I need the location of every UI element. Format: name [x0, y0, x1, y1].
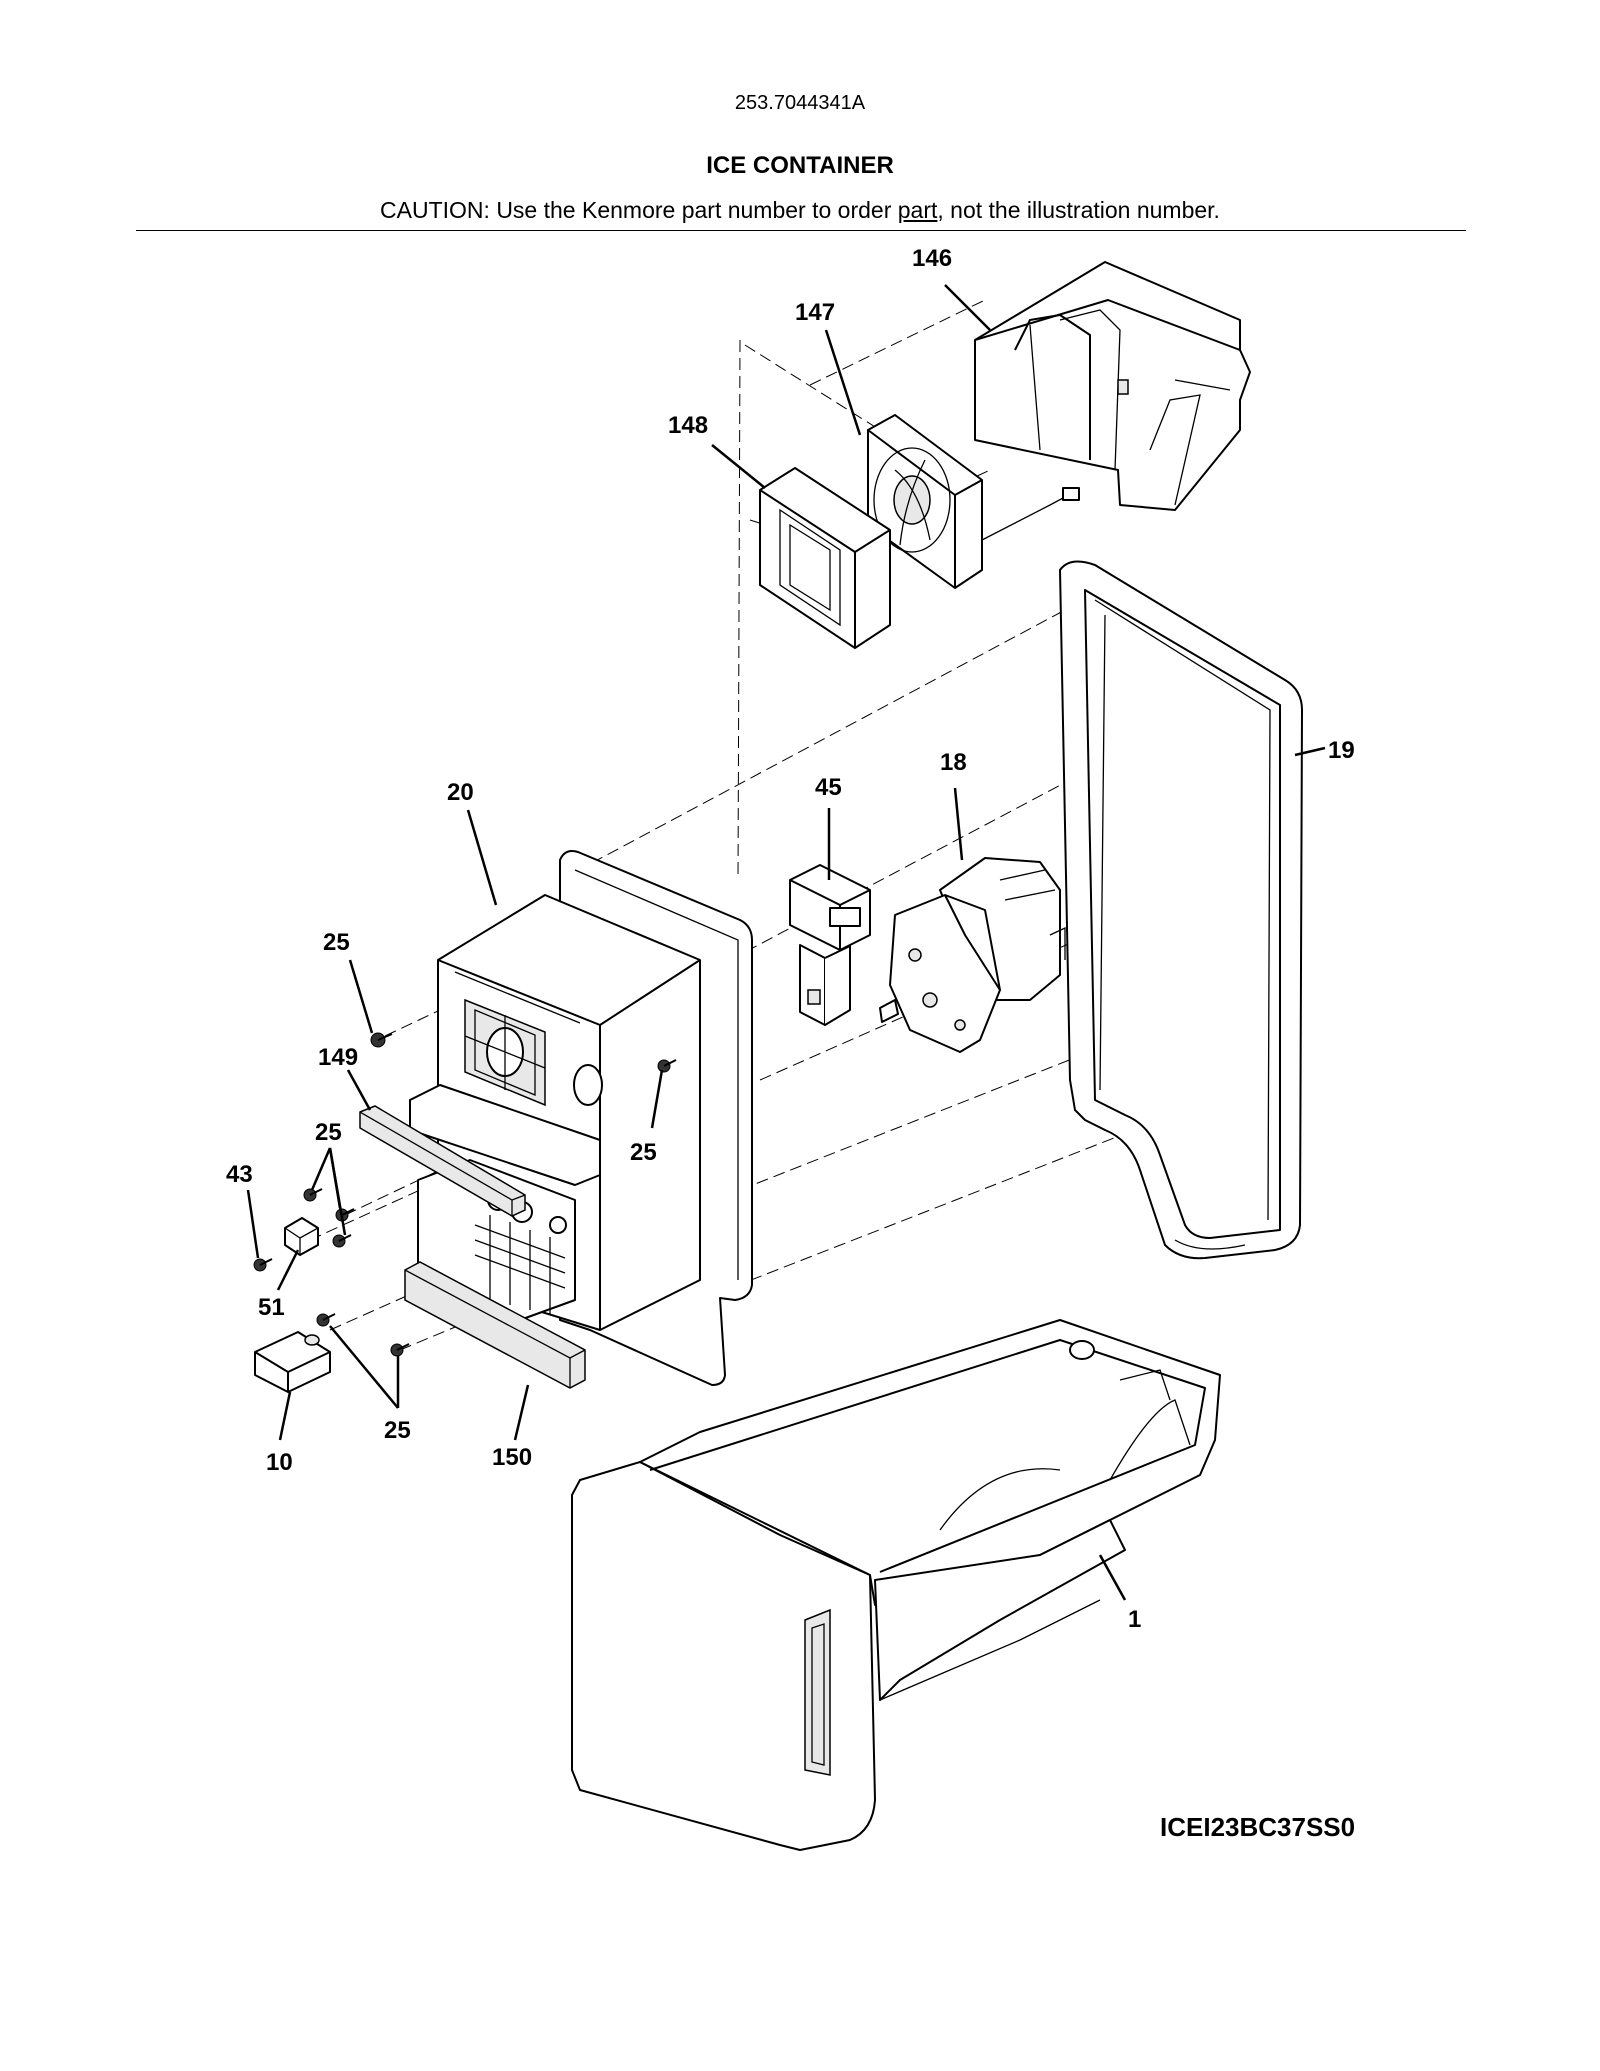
screw-icon [370, 1032, 393, 1048]
caution-suffix: , not the illustration number. [937, 197, 1220, 223]
part-146-duct-housing [974, 261, 1251, 511]
screw-icon [332, 1234, 352, 1248]
callout-25-lower: 25 [384, 1417, 411, 1444]
part-19-gasket-frame [1059, 560, 1303, 1260]
part-148-fan-shroud [759, 467, 891, 649]
part-20-housing [409, 850, 753, 1386]
callout-10: 10 [266, 1449, 293, 1476]
callout-20: 20 [447, 779, 474, 806]
callout-149: 149 [318, 1044, 358, 1071]
part-149-foam-strip [359, 1105, 526, 1217]
callout-18: 18 [940, 749, 967, 776]
callout-150: 150 [492, 1444, 532, 1471]
part-51-clip [284, 1217, 319, 1256]
caution-prefix: CAUTION: Use the Kenmore part number to … [380, 197, 898, 223]
callout-45: 45 [815, 774, 842, 801]
callout-146: 146 [912, 245, 952, 272]
screw-icon [303, 1188, 323, 1202]
caution-note: CAUTION: Use the Kenmore part number to … [0, 197, 1600, 224]
part-1-ice-bucket [571, 1319, 1221, 1851]
callout-148: 148 [668, 412, 708, 439]
part-45-solenoid [789, 864, 871, 1026]
callout-1: 1 [1128, 1606, 1141, 1633]
screw-icon [657, 1059, 677, 1073]
diagram-code: ICEI23BC37SS0 [1160, 1812, 1356, 1842]
callout-25-upper: 25 [323, 929, 350, 956]
part-147-fan [867, 414, 1080, 589]
model-number: 253.7044341A [734, 92, 866, 114]
header-divider [136, 230, 1466, 231]
page-title: ICE CONTAINER [706, 152, 894, 179]
callout-25-cluster: 25 [315, 1119, 342, 1146]
part-150-foam-strip [404, 1261, 586, 1389]
screw-icon [335, 1208, 355, 1222]
callout-43: 43 [226, 1161, 253, 1188]
callout-labels: 146 147 148 19 18 45 20 25 25 149 25 43 … [226, 245, 1355, 1633]
callout-25-right: 25 [630, 1139, 657, 1166]
callout-19: 19 [1328, 737, 1355, 764]
screw-icon [316, 1313, 336, 1327]
caution-underlined-word: part [897, 197, 938, 223]
leader-lines [246, 284, 1326, 1601]
callout-51: 51 [258, 1294, 285, 1321]
screw-icon [390, 1343, 410, 1357]
screw-part-43 [253, 1258, 273, 1272]
housing-vent-grid [474, 1215, 566, 1315]
part-10-bracket [254, 1331, 331, 1393]
part-18-auger-motor [879, 857, 1066, 1053]
callout-147: 147 [795, 299, 835, 326]
